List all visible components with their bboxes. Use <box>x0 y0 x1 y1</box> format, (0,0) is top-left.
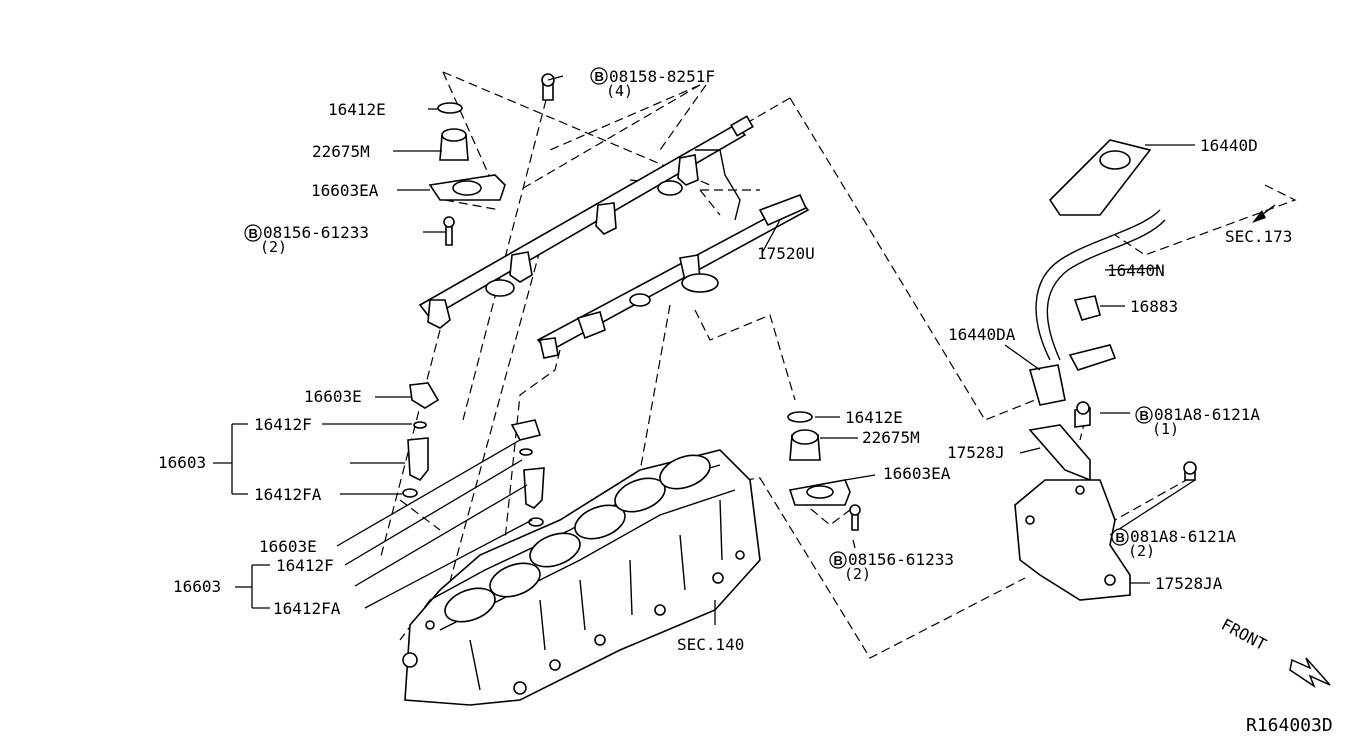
sec173-arrow-icon <box>1252 204 1276 223</box>
svg-text:B: B <box>1116 530 1125 545</box>
label-16883: 16883 <box>1130 297 1178 316</box>
damper-assembly-top <box>428 73 555 246</box>
intake-manifold <box>402 449 761 706</box>
label-16603-left: 16603 <box>158 453 206 472</box>
label-08158-8251f: 08158-8251F <box>609 67 715 86</box>
injector-left <box>402 382 545 527</box>
label-sec-140: SEC.140 <box>677 635 744 654</box>
fuel-rail-lower <box>536 193 810 359</box>
drawing-code: R164003D <box>1246 715 1333 736</box>
label-16412f-left: 16412F <box>254 415 312 434</box>
front-label: FRONT <box>1218 615 1270 655</box>
label-16603-lower: 16603 <box>173 577 221 596</box>
label-16603e-lower: 16603E <box>259 537 317 556</box>
leader-lines <box>213 75 1196 625</box>
label-16412f-lower: 16412F <box>276 556 334 575</box>
bolt-symbols: B B B B B <box>244 67 1153 569</box>
label-08158-qty: (4) <box>606 82 633 100</box>
bolt-symbol-081a8-2: B <box>1111 528 1129 546</box>
label-081a8-6121a-2: 081A8-6121A <box>1130 527 1236 546</box>
label-08156-61233-right: 08156-61233 <box>848 550 954 569</box>
label-17528ja: 17528JA <box>1155 574 1223 593</box>
label-16412fa-left: 16412FA <box>254 485 322 504</box>
fuel-rail-upper <box>418 115 754 329</box>
part-labels: 08158-8251F (4) 16412E 22675M 16603EA 08… <box>158 67 1292 654</box>
label-16440n: 16440N <box>1107 261 1165 280</box>
bolt-symbol-08158: B <box>590 67 608 85</box>
bolt-symbol-08156-top: B <box>244 224 262 242</box>
label-16440da: 16440DA <box>948 325 1016 344</box>
label-16603ea-top: 16603EA <box>311 181 379 200</box>
svg-text:B: B <box>249 226 258 241</box>
label-16440d: 16440D <box>1200 136 1258 155</box>
label-22675m-right: 22675M <box>862 428 920 447</box>
svg-text:B: B <box>595 69 604 84</box>
front-arrow-icon: FRONT <box>1218 615 1331 688</box>
label-08156-right-qty: (2) <box>844 565 871 583</box>
label-08156-top-qty: (2) <box>260 238 287 256</box>
label-081a8-6121a-1: 081A8-6121A <box>1154 405 1260 424</box>
label-17528j: 17528J <box>947 443 1005 462</box>
bolt-symbol-081a8-1: B <box>1135 406 1153 424</box>
fuel-hose-assembly <box>1014 139 1197 601</box>
label-16412e-right: 16412E <box>845 408 903 427</box>
label-08156-61233-top: 08156-61233 <box>263 223 369 242</box>
label-sec-173: SEC.173 <box>1225 227 1292 246</box>
damper-assembly-right <box>787 411 861 531</box>
svg-text:B: B <box>834 553 843 568</box>
label-17520u: 17520U <box>757 244 815 263</box>
label-16603ea-right: 16603EA <box>883 464 951 483</box>
label-16412fa-lower: 16412FA <box>273 599 341 618</box>
label-16603e-left: 16603E <box>304 387 362 406</box>
bolt-symbol-08156-right: B <box>829 551 847 569</box>
label-22675m-top: 22675M <box>312 142 370 161</box>
label-081a8-2-qty: (2) <box>1128 542 1155 560</box>
label-081a8-1-qty: (1) <box>1152 420 1179 438</box>
svg-text:B: B <box>1140 408 1149 423</box>
label-16412e-top: 16412E <box>328 100 386 119</box>
